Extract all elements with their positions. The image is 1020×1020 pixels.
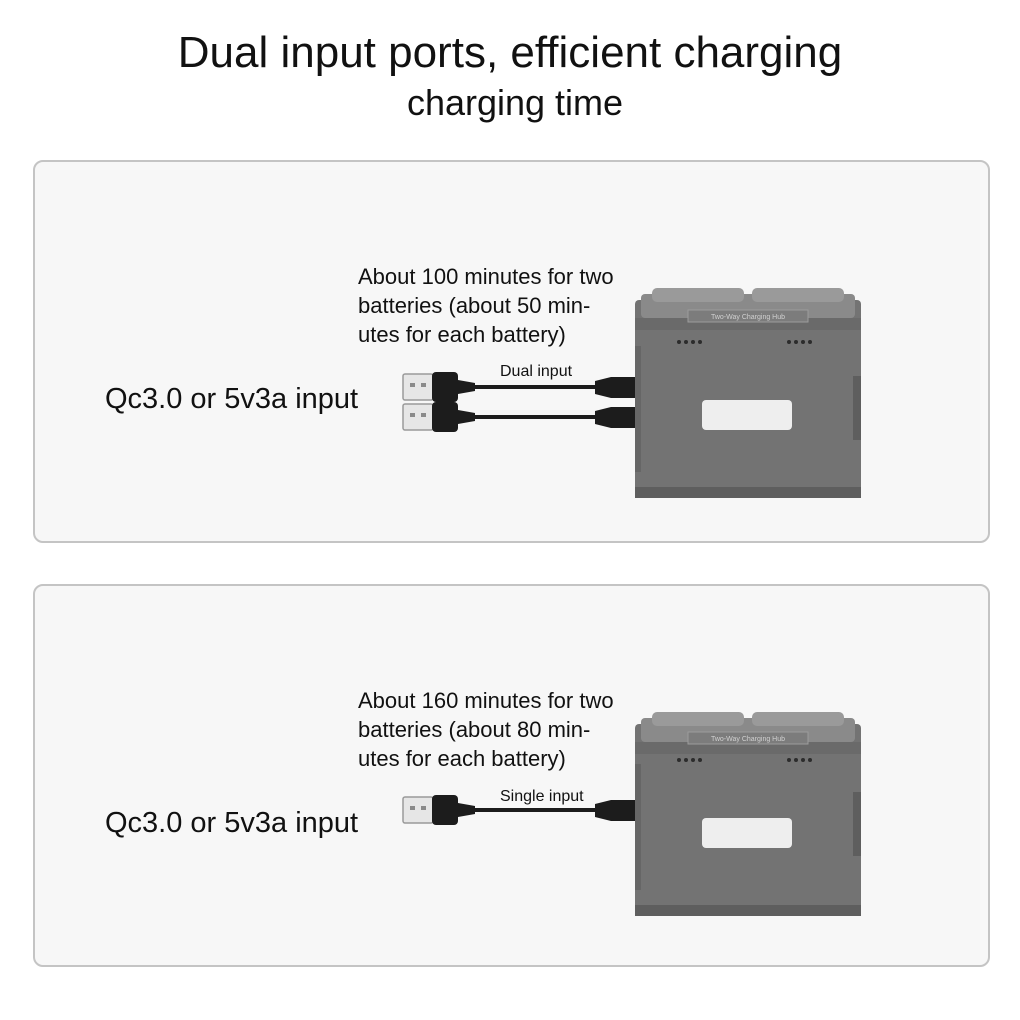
cable-label: Single input (500, 788, 584, 805)
single-input-panel: Two-Way Charging Hub About 160 minutes f… (33, 584, 990, 967)
charging-hub-icon: Two-Way Charging Hub (635, 712, 861, 916)
input-type-label: Qc3.0 or 5v3a input (105, 383, 359, 415)
usb-plug-icon (402, 795, 475, 825)
dual-input-panel: Two-Way Charging Hub About 100 minutes f… (33, 160, 990, 543)
charging-hub-icon: Two-Way Charging Hub (635, 288, 861, 498)
hub-label: Two-Way Charging Hub (711, 314, 785, 321)
usb-c-connector-icon (595, 407, 635, 428)
charging-time-note: About 160 minutes for two batteries (abo… (358, 688, 614, 771)
charging-time-note: About 100 minutes for two batteries (abo… (358, 264, 614, 347)
usb-plug-icon (402, 402, 475, 432)
page-title: Dual input ports, efficient charging (177, 28, 843, 77)
input-type-label: Qc3.0 or 5v3a input (105, 807, 359, 839)
single-input-illustration: Two-Way Charging Hub (402, 712, 861, 916)
hub-label: Two-Way Charging Hub (711, 736, 785, 743)
usb-c-connector-icon (595, 377, 635, 398)
dual-input-illustration: Two-Way Charging Hub (402, 288, 861, 498)
page-subtitle: charging time (406, 82, 624, 123)
usb-plug-icon (402, 372, 475, 402)
cable-label: Dual input (500, 363, 573, 380)
usb-c-connector-icon (595, 800, 635, 821)
